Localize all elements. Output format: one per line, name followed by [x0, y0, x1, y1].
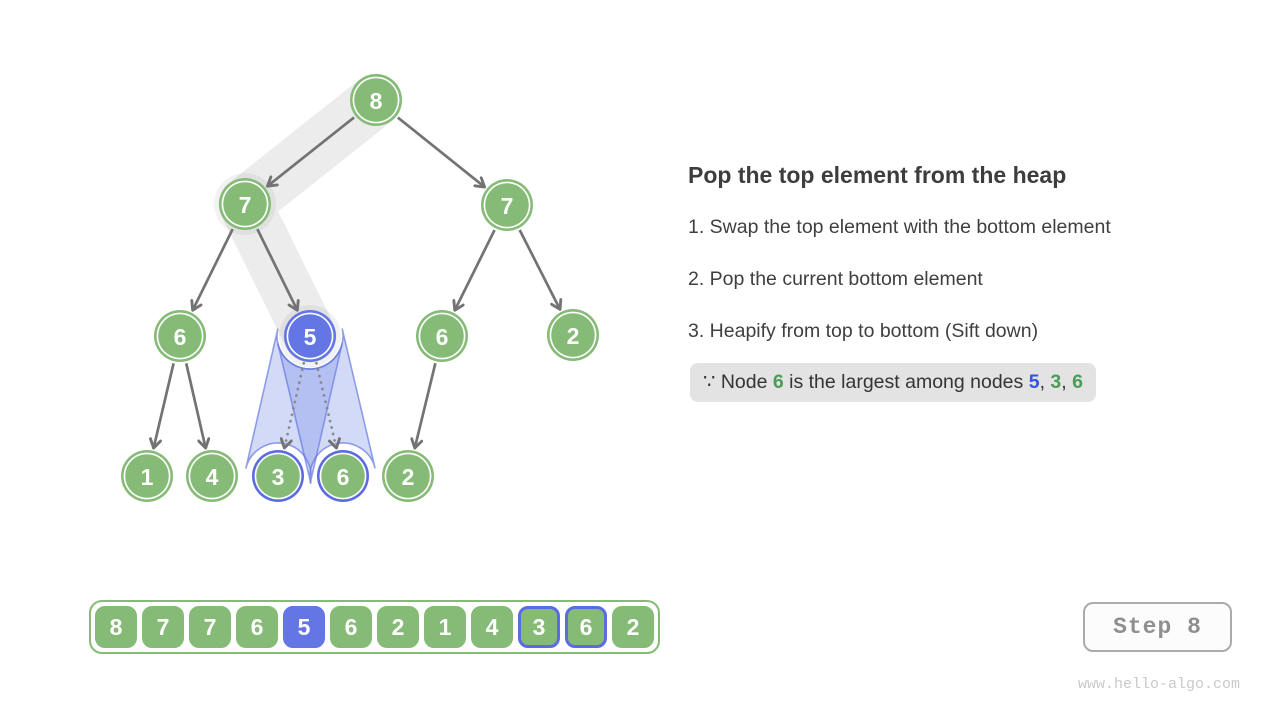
- note-segment: 6: [772, 371, 784, 393]
- note-box: ∵ Node 6 is the largest among nodes 5, 3…: [690, 363, 1096, 402]
- array-cell-7: 7: [189, 606, 231, 648]
- tree-node-1: 1: [121, 450, 173, 502]
- tree-edge: [518, 229, 560, 308]
- node-value: 3: [272, 464, 285, 490]
- step-instruction-1: 1. Swap the top element with the bottom …: [688, 216, 1111, 238]
- node-value: 7: [239, 192, 252, 218]
- tree-node-5: 5: [284, 310, 336, 362]
- watermark: www.hello-algo.com: [1078, 676, 1241, 693]
- panel-title: Pop the top element from the heap: [688, 162, 1067, 188]
- array-cell-6: 6: [565, 606, 607, 648]
- node-fill: [386, 454, 430, 498]
- tree-edge: [268, 116, 355, 185]
- array-cell-4: 4: [471, 606, 513, 648]
- note-segment: ∵ Node: [703, 371, 773, 393]
- tree-edge: [397, 116, 484, 187]
- heap-tree-diagram: 8 7 7 6 5 6 2 1 4 3 6 2: [121, 73, 599, 502]
- node-value: 6: [174, 324, 187, 350]
- node-value: 2: [402, 464, 415, 490]
- note-segment: is the largest among nodes: [783, 371, 1029, 393]
- node-fill: [223, 182, 267, 226]
- node-value: 2: [567, 323, 580, 349]
- array-cell-8: 8: [95, 606, 137, 648]
- tree-node-4: 4: [186, 450, 238, 502]
- tree-node-6: 6: [317, 450, 369, 502]
- tree-node-6: 6: [154, 310, 206, 362]
- compare-arrow: [315, 361, 336, 447]
- step-counter-button[interactable]: Step 8: [1083, 602, 1232, 652]
- note-segment: ,: [1039, 371, 1051, 393]
- node-value: 8: [370, 88, 383, 114]
- note-segment: 6: [1072, 371, 1083, 393]
- tree-node-2: 2: [547, 309, 599, 361]
- node-fill: [125, 454, 169, 498]
- tree-node-6: 6: [416, 310, 468, 362]
- node-fill: [190, 454, 234, 498]
- array-cell-5: 5: [283, 606, 325, 648]
- node-fill: [485, 183, 529, 227]
- node-fill: [420, 314, 464, 358]
- tree-edge: [184, 362, 205, 446]
- tree-node-8: 8: [350, 74, 402, 126]
- array-cell-1: 1: [424, 606, 466, 648]
- node-value: 6: [436, 324, 449, 350]
- note-segment: 5: [1028, 371, 1040, 393]
- tree-edge: [154, 362, 175, 447]
- note-segment: 3: [1050, 371, 1062, 393]
- array-cell-2: 2: [612, 606, 654, 648]
- array-cell-6: 6: [236, 606, 278, 648]
- node-fill: [256, 454, 300, 498]
- tree-edge: [193, 228, 234, 309]
- tree-edge: [256, 228, 296, 309]
- node-value: 5: [304, 324, 317, 350]
- node-fill: [288, 314, 332, 358]
- array-cell-3: 3: [518, 606, 560, 648]
- tree-node-2: 2: [382, 450, 434, 502]
- node-fill: [321, 454, 365, 498]
- node-value: 6: [337, 464, 350, 490]
- array-cell-2: 2: [377, 606, 419, 648]
- explanation-panel: Pop the top element from the heap 1. Swa…: [688, 161, 1233, 402]
- node-value: 1: [141, 464, 154, 490]
- note-segment: ,: [1061, 371, 1073, 393]
- step-instruction-2: 2. Pop the current bottom element: [688, 268, 983, 290]
- compare-arrow: [285, 361, 306, 446]
- tree-node-7: 7: [481, 179, 533, 231]
- array-cell-7: 7: [142, 606, 184, 648]
- node-value: 7: [501, 193, 514, 219]
- tree-edge: [455, 229, 496, 309]
- tree-edge: [415, 362, 437, 447]
- node-fill: [354, 78, 398, 122]
- node-fill: [551, 313, 595, 357]
- node-fill: [158, 314, 202, 358]
- tree-node-7: 7: [219, 178, 271, 230]
- array-cell-6: 6: [330, 606, 372, 648]
- tree-node-3: 3: [252, 450, 304, 502]
- step-instruction-3: 3. Heapify from top to bottom (Sift down…: [688, 320, 1039, 342]
- node-value: 4: [206, 464, 219, 490]
